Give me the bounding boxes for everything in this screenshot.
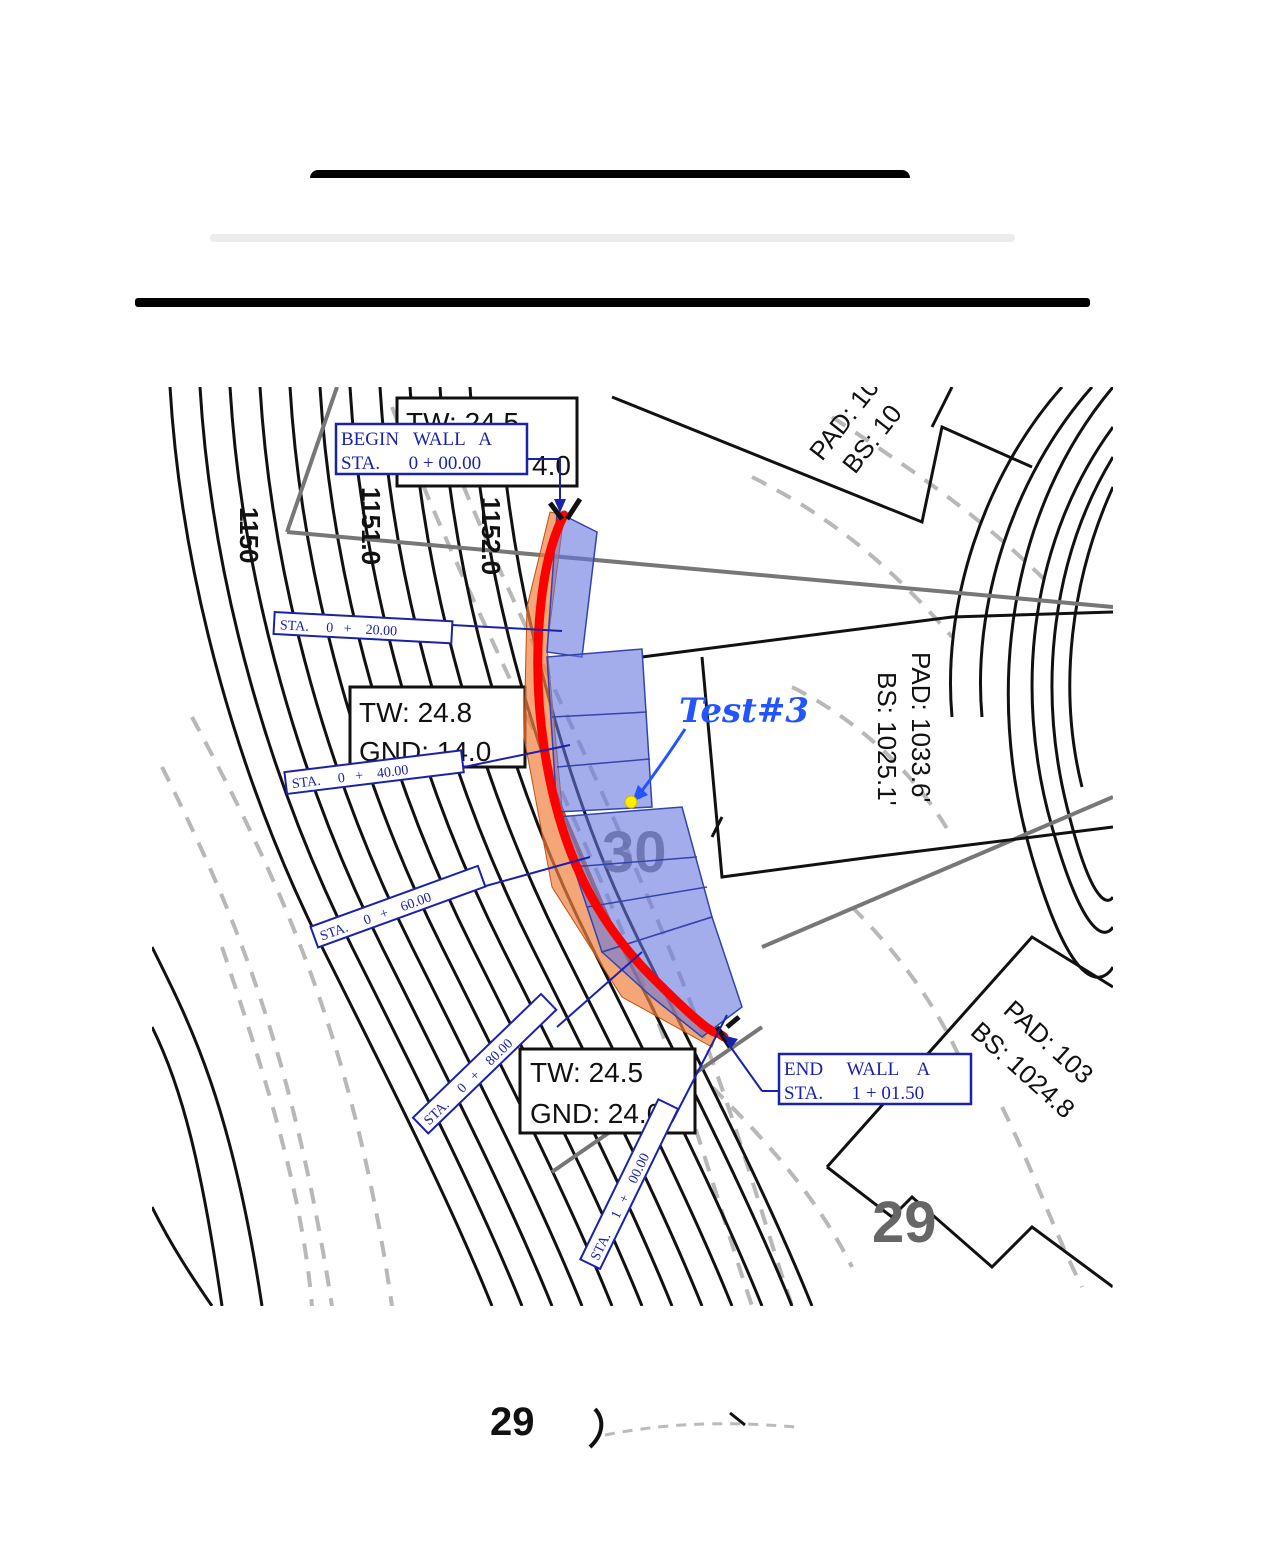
site-plan-map[interactable]: 30 29 1150 1151.0 1152.0 PAD: 10 BS: 10 …	[152, 387, 1113, 1306]
svg-text:4.0: 4.0	[532, 450, 571, 481]
pad-label-lot-30: PAD: 1033.6' BS: 1025.1'	[872, 652, 936, 806]
contour-label-1150: 1150	[234, 507, 264, 563]
cul-de-sac-road	[948, 387, 1113, 979]
svg-text:STA. 0 + 00.00: STA. 0 + 00.00	[341, 453, 481, 474]
footer-map-fragment: 29	[455, 1405, 815, 1450]
end-wall-callout[interactable]: END WALL A STA. 1 + 01.50	[722, 1035, 973, 1106]
tw-box-3: TW: 24.5 GND: 24.0	[518, 1047, 697, 1135]
test-label[interactable]: Test#3	[679, 691, 809, 731]
begin-wall-callout[interactable]: BEGIN WALL A STA. 0 + 00.00	[334, 422, 566, 513]
svg-text:BS: 1025.1': BS: 1025.1'	[872, 672, 902, 806]
svg-text:GND: 24.0: GND: 24.0	[530, 1098, 662, 1129]
lot-number-29: 29	[872, 1190, 937, 1255]
svg-text:STA. 1 + 01.50: STA. 1 + 01.50	[784, 1083, 924, 1104]
test-arrow-head	[632, 785, 648, 802]
station-label-0-20[interactable]: STA. 0 + 20.00	[272, 610, 454, 645]
header-rule-top	[310, 170, 910, 178]
wall-a-centerline	[533, 510, 729, 1042]
svg-text:TW: 24.5: TW: 24.5	[530, 1057, 643, 1088]
header-rule-bottom	[135, 298, 1090, 307]
station-leaders	[451, 624, 728, 1123]
svg-text:TW: 24.8: TW: 24.8	[359, 697, 472, 728]
contour-label-1152: 1152.0	[476, 497, 506, 575]
header-rule-grey	[210, 234, 1015, 242]
svg-text:PAD: 1033.6': PAD: 1033.6'	[906, 652, 936, 802]
footer-lot-number: 29	[490, 1405, 535, 1444]
wall-panels	[546, 510, 743, 1038]
svg-text:END WALL A: END WALL A	[784, 1059, 930, 1080]
svg-text:STA. 0 + 20.00: STA. 0 + 20.00	[280, 618, 398, 639]
svg-text:BEGIN WALL A: BEGIN WALL A	[341, 429, 492, 450]
contour-label-1151: 1151.0	[356, 487, 386, 565]
test-point[interactable]	[624, 795, 638, 809]
